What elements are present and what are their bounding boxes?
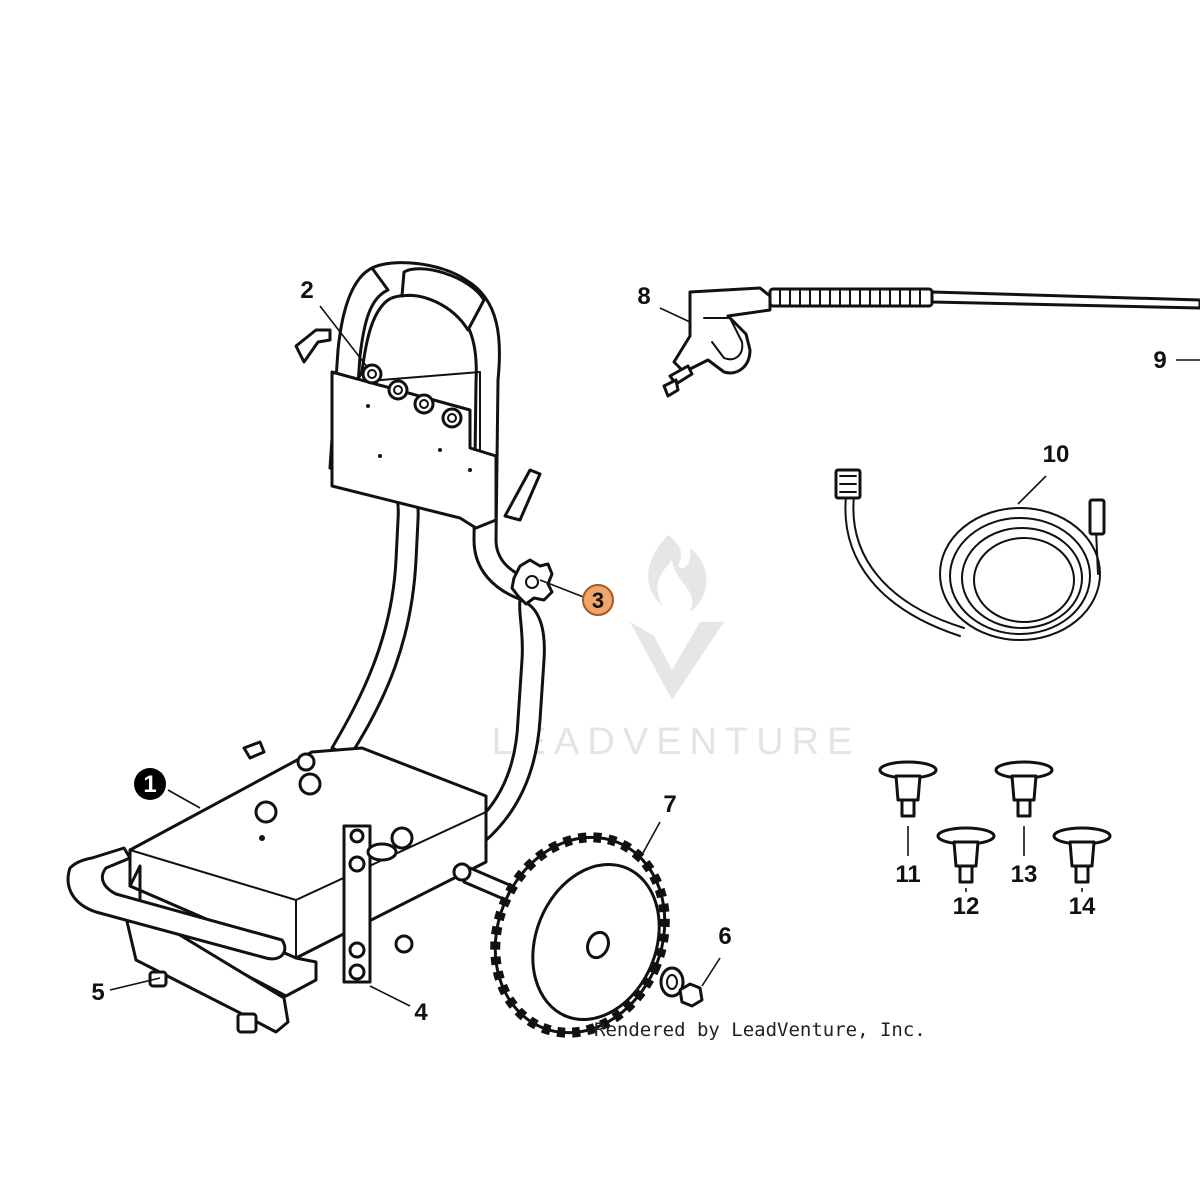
callout-3[interactable]: 3 — [582, 584, 614, 616]
callout-7[interactable]: 7 — [663, 791, 676, 818]
credit-text: Rendered by LeadVenture, Inc. — [594, 1019, 926, 1041]
callout-1-selected-marker — [134, 768, 166, 800]
frame-knob[interactable] — [510, 558, 554, 606]
fitting-plate[interactable] — [330, 363, 498, 530]
front-handle[interactable] — [66, 846, 287, 961]
watermark-flame-icon — [648, 535, 707, 612]
nozzle-tip-13[interactable] — [994, 760, 1054, 818]
watermark-v-logo-icon — [630, 622, 724, 700]
nozzle-tip-12[interactable] — [936, 826, 996, 884]
wheel[interactable] — [467, 812, 694, 1059]
nozzle-tip-11[interactable] — [878, 760, 938, 818]
washer-and-nut[interactable] — [659, 966, 704, 1008]
callout-10[interactable]: 10 — [1043, 441, 1070, 468]
spray-wand[interactable] — [768, 287, 1200, 310]
callout-4[interactable]: 4 — [414, 999, 428, 1026]
callout-1-label: 1 — [143, 771, 156, 798]
callout-12[interactable]: 12 — [953, 893, 980, 920]
callout-11[interactable]: 11 — [895, 861, 920, 888]
callout-2[interactable]: 2 — [300, 277, 313, 304]
callout-13[interactable]: 13 — [1011, 861, 1038, 888]
nozzle-tip-14[interactable] — [1052, 826, 1112, 884]
callout-3-label: 3 — [592, 588, 604, 613]
callout-14[interactable]: 14 — [1069, 893, 1096, 920]
callout-1[interactable]: 1 — [134, 768, 166, 800]
spray-gun[interactable] — [662, 286, 772, 398]
callout-5[interactable]: 5 — [91, 979, 104, 1006]
callout-8[interactable]: 8 — [637, 283, 650, 310]
callout-9[interactable]: 9 — [1153, 347, 1166, 374]
callout-6[interactable]: 6 — [718, 923, 731, 950]
strap-bracket[interactable] — [342, 824, 414, 984]
high-pressure-hose[interactable] — [834, 468, 1106, 641]
watermark: LEADVENTURE — [492, 535, 861, 763]
leader-lines — [109, 305, 1200, 1007]
base-tray[interactable] — [120, 746, 488, 1034]
callout-3-highlight-marker — [582, 584, 614, 616]
watermark-text: LEADVENTURE — [492, 721, 861, 763]
